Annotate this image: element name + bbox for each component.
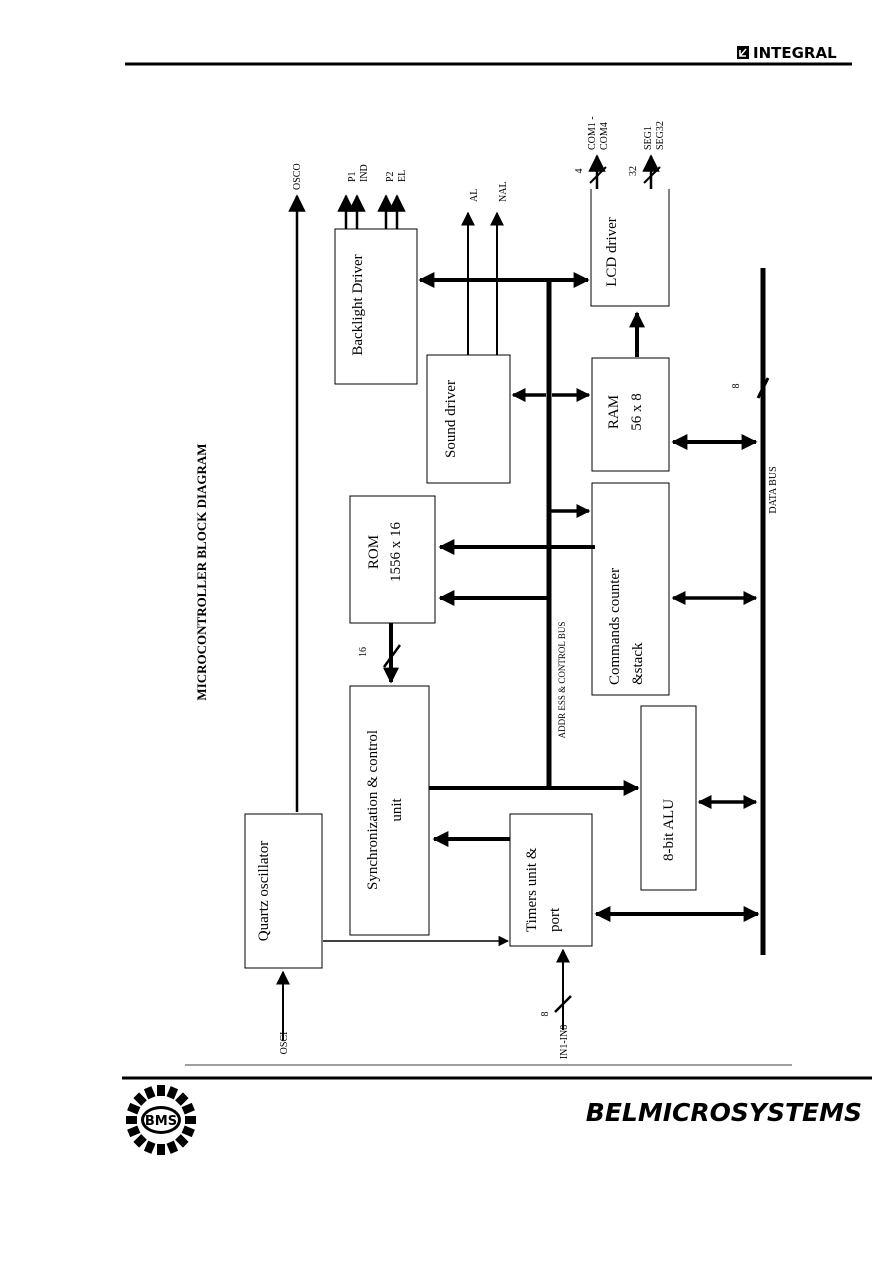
- timers-port-label-line1: Timers unit &: [524, 847, 540, 932]
- ind-label: IND: [359, 164, 370, 182]
- rom-width-label: 16: [358, 647, 369, 657]
- header-brand: INTEGRAL: [753, 44, 837, 62]
- osco-label: OSCO: [292, 163, 303, 190]
- input-label: IN1-IN8: [559, 1025, 570, 1059]
- sync-control-block: [349, 685, 430, 936]
- input-width-label: 8: [540, 1012, 551, 1017]
- alu-label: 8-bit ALU: [661, 799, 677, 861]
- company-name: BELMICROSYSTEMS: [586, 1098, 862, 1127]
- bms-logo-text: BMS: [145, 1114, 177, 1129]
- header: INTEGRAL: [125, 44, 852, 66]
- p2-label: P2: [385, 171, 396, 182]
- seg-label-top: SEG1: [643, 126, 654, 150]
- com-label-top: COM1 -: [587, 116, 598, 150]
- ram-label-line2: 56 x 8: [629, 393, 645, 431]
- lcd-driver-label: LCD driver: [604, 217, 620, 287]
- nal-label: NAL: [498, 181, 509, 202]
- data-bus-label: DATA BUS: [768, 466, 779, 513]
- com-label-bottom: COM4: [599, 122, 610, 150]
- backlight-driver-label: Backlight Driver: [350, 254, 366, 355]
- data-bus-width-label: 8: [731, 384, 742, 389]
- sync-control-label-line2: unit: [389, 798, 405, 822]
- data-bus-slash: [756, 377, 770, 399]
- el-label: EL: [397, 170, 408, 182]
- sound-driver-label: Sound driver: [443, 380, 459, 458]
- seg-width-label: 32: [628, 166, 639, 176]
- timers-port-block: [509, 813, 593, 947]
- quartz-oscillator-label: Quartz oscillator: [256, 841, 272, 941]
- commands-counter-label-line1: Commands counter: [607, 568, 623, 685]
- seg-label-bottom: SEG32: [655, 121, 666, 150]
- timers-port-label-line2: port: [547, 907, 563, 932]
- commands-counter-block: [591, 482, 670, 696]
- com-slash: [589, 166, 607, 184]
- integral-logo-icon: [737, 46, 749, 59]
- quartz-oscillator-block: [244, 813, 323, 969]
- rom-label-line1: ROM: [366, 535, 382, 569]
- com-width-label: 4: [574, 169, 585, 174]
- ram-block: [591, 357, 670, 472]
- sound-driver-block: [426, 354, 511, 484]
- footer: BMS BELMICROSYSTEMS: [122, 1064, 872, 1155]
- block-diagram: MICROCONTROLLER BLOCK DIAGRAM 8 DATA BUS…: [194, 116, 779, 1059]
- diagram-title: MICROCONTROLLER BLOCK DIAGRAM: [194, 443, 209, 700]
- seg-slash: [643, 166, 661, 184]
- bms-logo-icon: BMS: [126, 1085, 196, 1155]
- p1-label: P1: [347, 171, 358, 182]
- input-slash: [554, 995, 572, 1013]
- commands-counter-label-line2: &stack: [630, 642, 646, 685]
- backlight-driver-block: [334, 228, 418, 385]
- ram-label-line1: RAM: [606, 395, 622, 429]
- alu-block: [640, 705, 697, 891]
- rom-to-sync-slash: [382, 644, 402, 668]
- rom-label-line2: 1556 x 16: [388, 522, 404, 583]
- lcd-driver-block: [590, 189, 670, 307]
- sync-control-label-line1: Synchronization & control: [365, 730, 381, 890]
- al-label: AL: [469, 189, 480, 202]
- osci-label: OSCI: [279, 1032, 290, 1055]
- address-bus-label: ADDR ESS & CONTROL BUS: [557, 622, 567, 739]
